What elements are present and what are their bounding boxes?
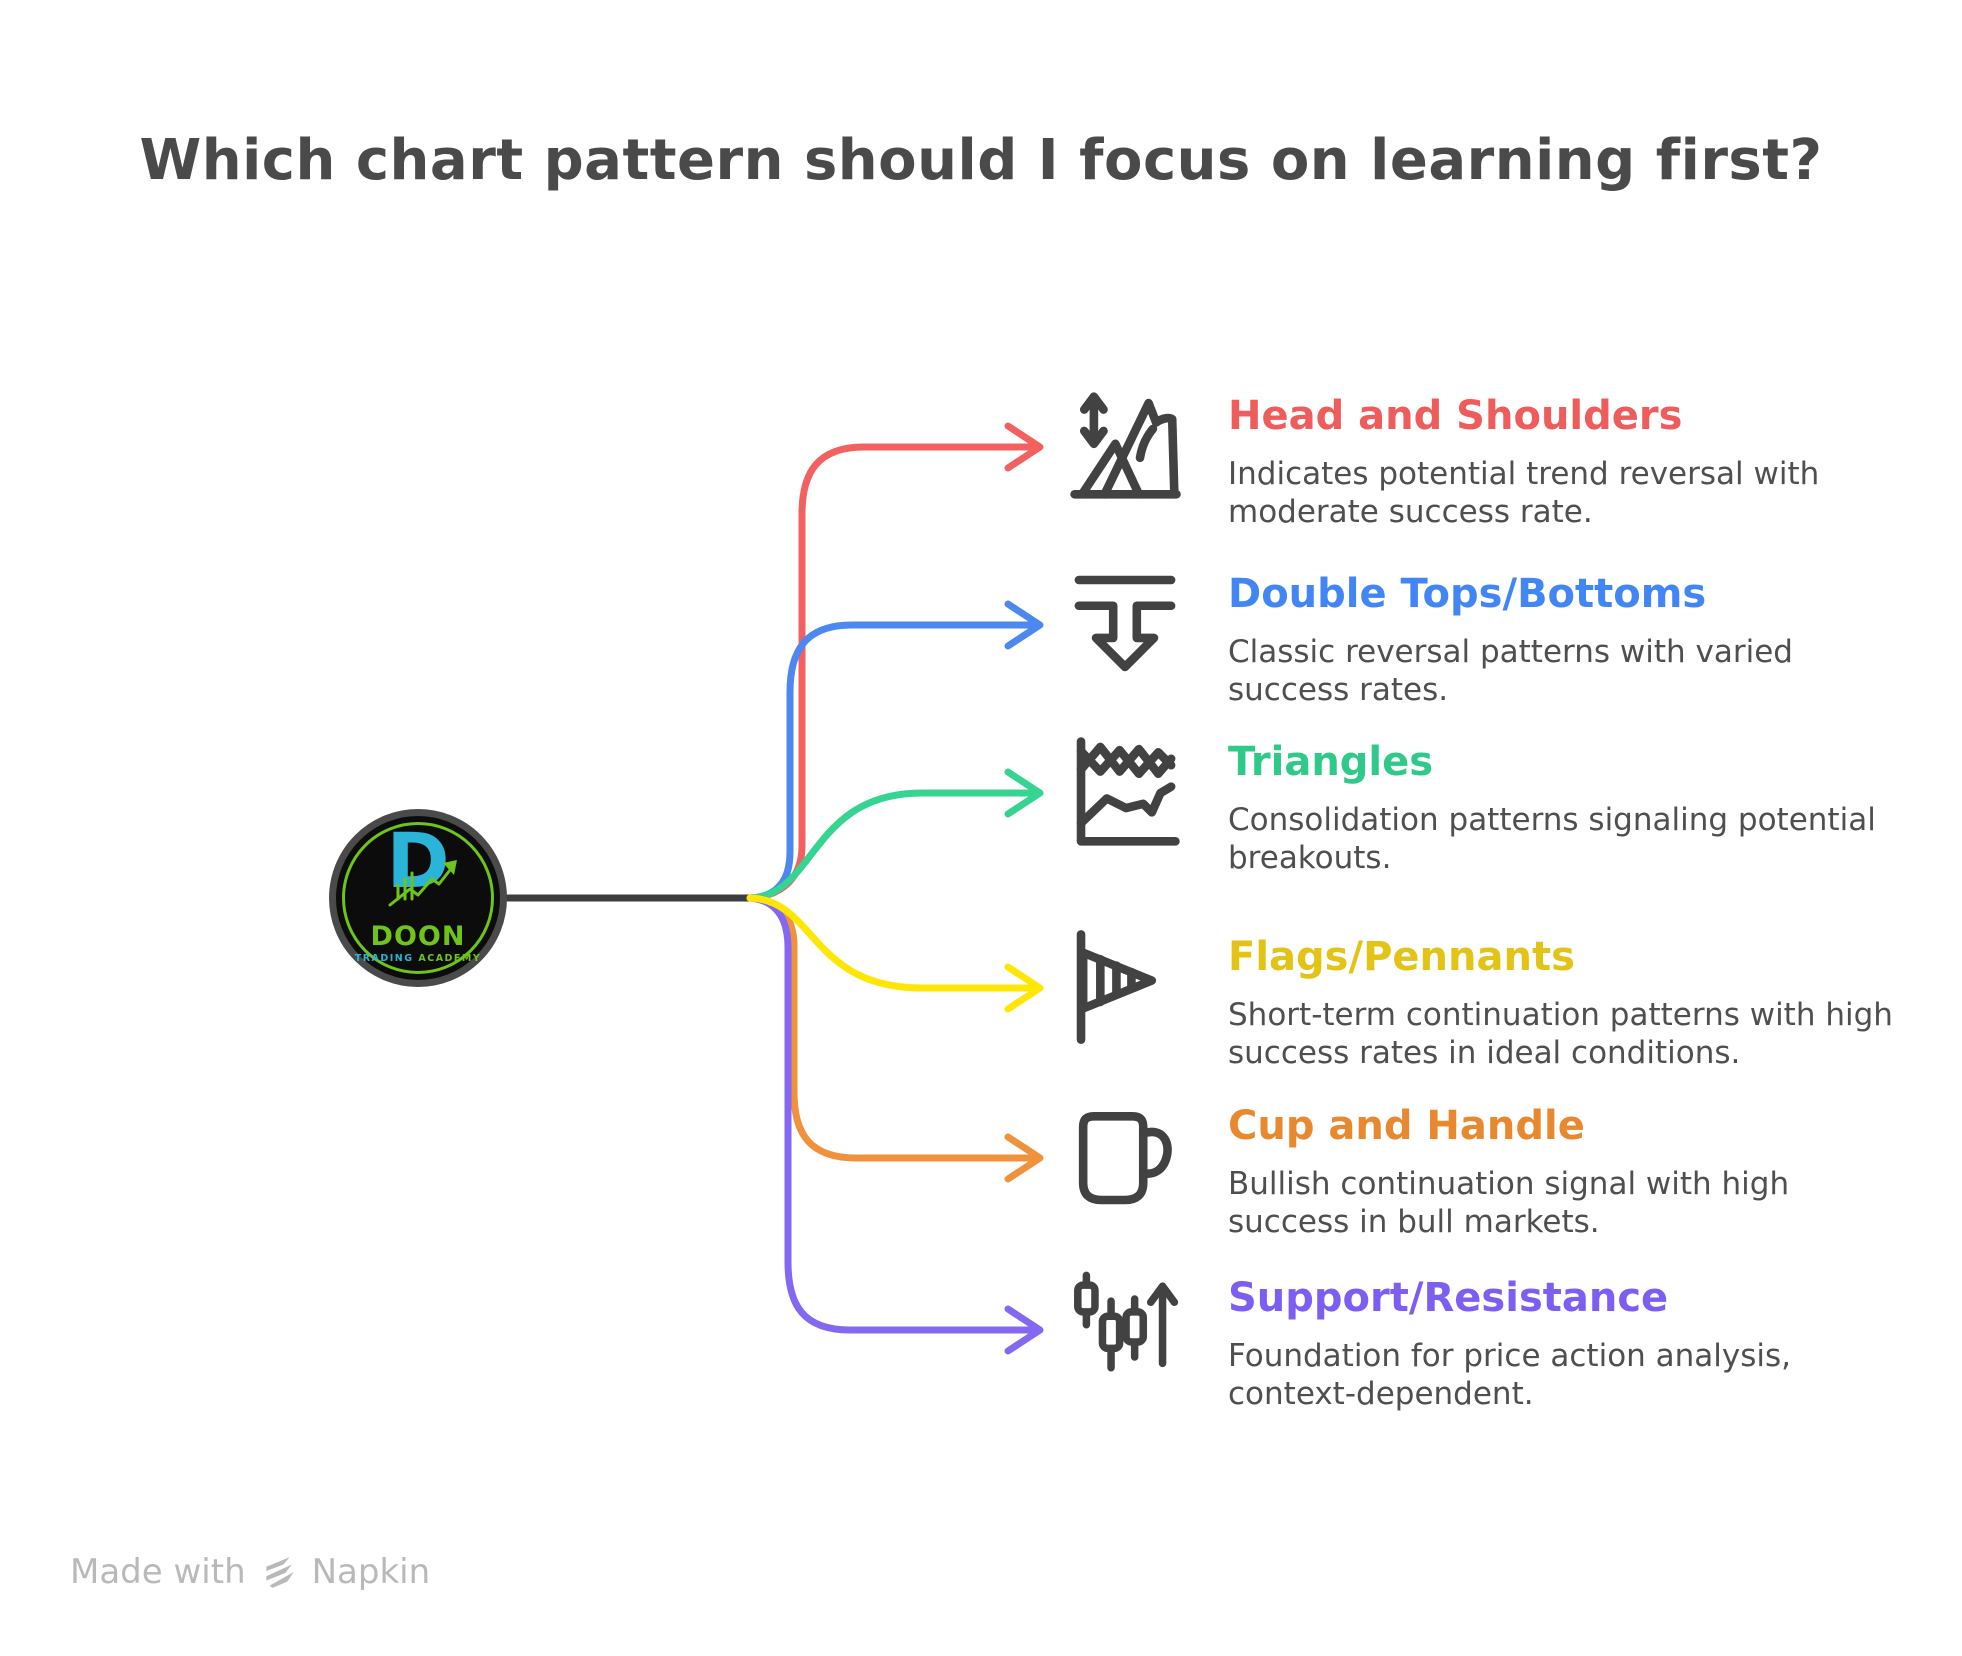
branch-item-head-and-shoulders: Head and Shoulders Indicates potential t… (1062, 387, 1902, 531)
branch-item-double-tops-bottoms: Double Tops/Bottoms Classic reversal pat… (1062, 565, 1902, 709)
logo-subtitle: TRADING ACADEMY (329, 953, 507, 964)
logo-subtitle-left: TRADING (354, 953, 414, 964)
branch-description: Short-term continuation patterns with hi… (1228, 997, 1893, 1071)
napkin-credit[interactable]: Made with Napkin (70, 1552, 430, 1592)
branch-texts: Double Tops/Bottoms Classic reversal pat… (1228, 571, 1898, 709)
branch-description: Bullish continuation signal with high su… (1228, 1166, 1790, 1240)
branch-texts: Cup and Handle Bullish continuation sign… (1228, 1103, 1898, 1241)
branch-curve-flags-pennants (746, 894, 1040, 992)
branch-label: Triangles (1228, 739, 1434, 785)
trend-arrow-icon (388, 860, 457, 907)
triangles-icon (1062, 733, 1194, 877)
cup-and-handle-icon (1062, 1097, 1194, 1241)
branch-label: Head and Shoulders (1228, 393, 1683, 439)
double-tops-bottoms-icon (1062, 565, 1194, 709)
arrowhead-head-and-shoulders (1004, 422, 1044, 472)
branch-texts: Support/Resistance Foundation for price … (1228, 1275, 1898, 1413)
flags-pennants-icon (1062, 928, 1194, 1072)
branch-item-cup-and-handle: Cup and Handle Bullish continuation sign… (1062, 1097, 1902, 1241)
branch-description: Foundation for price action analysis, co… (1228, 1338, 1792, 1412)
arrowhead-support-resistance (1004, 1305, 1044, 1355)
logo-brand-name: DOON (370, 921, 466, 952)
branch-label: Support/Resistance (1228, 1275, 1669, 1321)
branch-item-triangles: Triangles Consolidation patterns signali… (1062, 733, 1902, 877)
branch-description: Indicates potential trend reversal with … (1228, 456, 1820, 530)
branch-curve-double-tops (746, 621, 1040, 902)
support-resistance-icon (1062, 1269, 1194, 1413)
branch-label: Double Tops/Bottoms (1228, 571, 1707, 617)
page-title: Which chart pattern should I focus on le… (139, 128, 1823, 193)
branch-label: Cup and Handle (1228, 1103, 1585, 1149)
branch-item-support-resistance: Support/Resistance Foundation for price … (1062, 1269, 1902, 1413)
arrowhead-cup-and-handle (1004, 1133, 1044, 1183)
branch-description: Classic reversal patterns with varied su… (1228, 634, 1793, 708)
logo-inner-ring (342, 822, 494, 974)
napkin-credit-brand: Napkin (311, 1552, 431, 1592)
branch-label: Flags/Pennants (1228, 934, 1575, 980)
arrowhead-flags-pennants (1004, 963, 1044, 1013)
branch-texts: Flags/Pennants Short-term continuation p… (1228, 934, 1898, 1072)
head-and-shoulders-icon (1062, 387, 1194, 531)
arrowhead-double-tops (1004, 600, 1044, 650)
napkin-logo-icon (265, 1557, 294, 1588)
branch-curve-triangles (746, 789, 1040, 902)
branch-item-flags-pennants: Flags/Pennants Short-term continuation p… (1062, 928, 1902, 1072)
branch-texts: Head and Shoulders Indicates potential t… (1228, 393, 1898, 531)
napkin-credit-prefix: Made with (70, 1552, 246, 1592)
branch-texts: Triangles Consolidation patterns signali… (1228, 739, 1898, 877)
logo-subtitle-right: ACADEMY (418, 953, 482, 964)
branch-description: Consolidation patterns signaling potenti… (1228, 802, 1876, 876)
brand-logo: D DOON TRADING ACADEMY (329, 809, 507, 987)
arrowhead-triangles (1004, 768, 1044, 818)
branch-curve-cup-and-handle (746, 894, 1040, 1162)
